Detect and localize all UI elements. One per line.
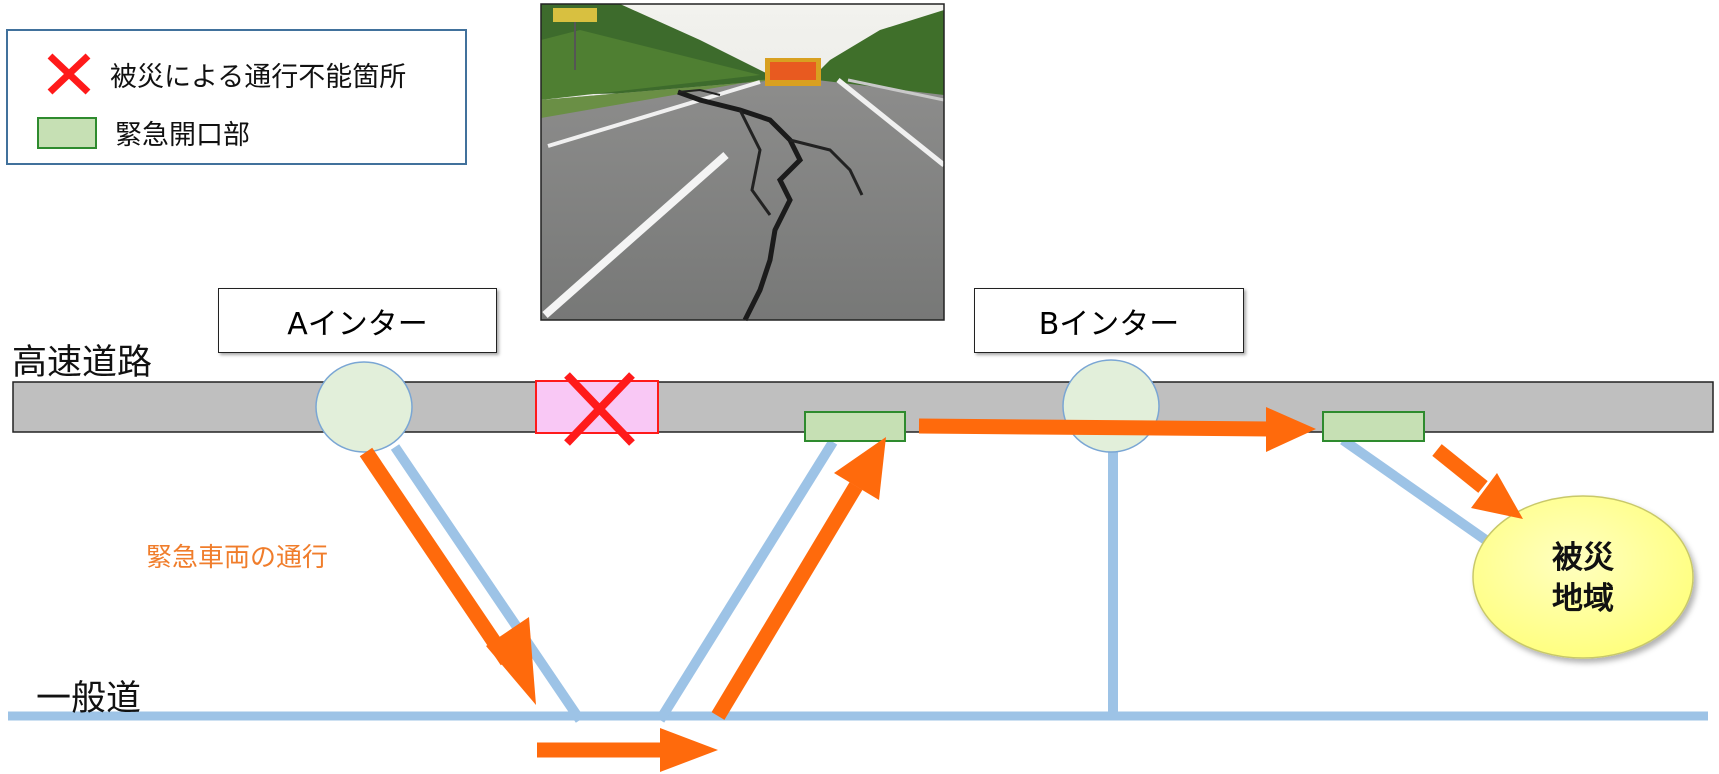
emergency-route-label: 緊急車両の通行 bbox=[146, 543, 329, 573]
interchange-b-label: Bインター bbox=[974, 288, 1244, 353]
legend-row-blocked: 被災による通行不能箇所 bbox=[46, 53, 406, 95]
legend: 被災による通行不能箇所 緊急開口部 bbox=[6, 29, 467, 165]
disaster-area bbox=[1472, 495, 1694, 659]
route-arrow-4 bbox=[918, 407, 1316, 452]
legend-blocked-label: 被災による通行不能箇所 bbox=[110, 61, 407, 93]
connector-opening-1 bbox=[655, 439, 838, 723]
route-arrow-3 bbox=[711, 437, 886, 720]
disaster-area-line2: 地域 bbox=[1552, 581, 1614, 617]
disaster-area-line1: 被災 bbox=[1552, 540, 1614, 576]
route-arrow-1 bbox=[359, 447, 536, 705]
route-arrow-5 bbox=[1432, 444, 1523, 519]
connector-opening-2 bbox=[1340, 435, 1493, 548]
connector-a bbox=[390, 444, 585, 723]
emergency-opening-2 bbox=[1322, 411, 1425, 442]
cracked-road-photo bbox=[540, 3, 946, 322]
green-rect-icon bbox=[37, 116, 97, 149]
interchange-b-circle bbox=[1062, 359, 1160, 453]
blocked-x-marker bbox=[564, 372, 635, 446]
legend-row-opening: 緊急開口部 bbox=[37, 113, 250, 152]
interchange-a-circle bbox=[315, 361, 413, 453]
interchange-a-label: Aインター bbox=[218, 288, 497, 353]
emergency-opening-1 bbox=[804, 411, 906, 442]
legend-opening-label: 緊急開口部 bbox=[115, 120, 250, 151]
red-x-icon bbox=[46, 53, 92, 95]
expressway-label: 高速道路 bbox=[12, 343, 153, 383]
local-road-label: 一般道 bbox=[36, 679, 142, 719]
route-arrow-2 bbox=[537, 728, 718, 772]
disaster-area-label: 被災 地域 bbox=[1523, 538, 1643, 620]
